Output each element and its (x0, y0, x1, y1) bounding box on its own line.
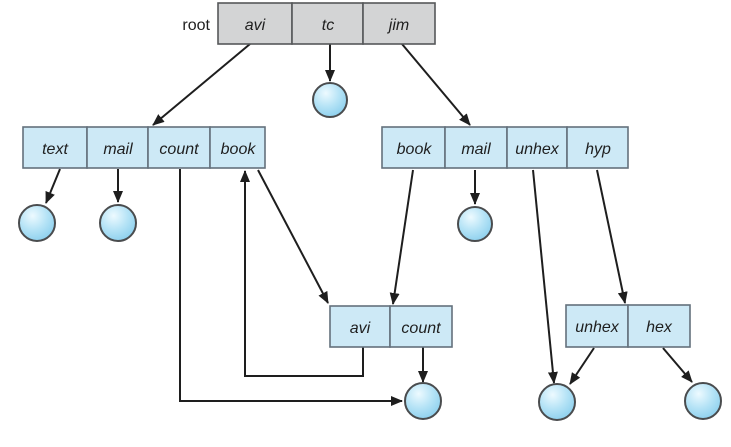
dir-entry-label: tc (322, 17, 334, 34)
dir-entry-label: jim (387, 17, 409, 34)
dir-entry-cell (389, 305, 453, 348)
dir-entry-label: unhex (515, 141, 560, 158)
edge-text-to-file (45, 168, 61, 204)
dir-entry-label: hyp (585, 141, 611, 158)
edge-unhex-lower-to-shared-file (569, 347, 595, 385)
edge-root-avi-to-avi-dir (152, 43, 251, 126)
file-node (99, 204, 137, 242)
dir-entry-cell (209, 126, 266, 169)
file-node (18, 204, 56, 242)
dir-entry-label: unhex (575, 319, 620, 336)
dir-entry-label: avi (350, 320, 371, 337)
dir-entry-label: count (159, 141, 199, 158)
dir-entry-cell (381, 126, 446, 169)
dir-entry-cell (217, 2, 293, 45)
dir-entry-label: book (397, 141, 433, 158)
root-directory-box: root avi tc jim (182, 2, 436, 45)
hyp-directory-box: unhex hex (565, 304, 691, 348)
file-node (684, 382, 722, 420)
dir-entry-cell (627, 304, 691, 348)
edge-avi-cycle-to-avi-dir (240, 170, 364, 377)
dir-entry-cell (566, 126, 629, 169)
avi-directory-box: text mail count book (22, 126, 266, 169)
book-directory-box: avi count (329, 305, 453, 348)
file-node-shared (404, 382, 442, 420)
file-nodes (18, 82, 722, 421)
file-node-shared (538, 383, 576, 421)
dir-entry-cell (22, 126, 88, 169)
dir-entry-label: count (401, 320, 441, 337)
dir-entry-label: mail (461, 141, 491, 158)
edge-hyp-to-hyp-dir (596, 169, 628, 304)
dir-entry-label: book (221, 141, 257, 158)
edges (45, 43, 693, 406)
dir-entry-cell (362, 2, 436, 45)
edge-book-right-to-book-dir (389, 169, 414, 305)
file-node (457, 206, 493, 242)
edge-unhex-to-shared-file (532, 169, 558, 384)
dir-entry-cell (565, 304, 629, 348)
dir-entry-cell (147, 126, 211, 169)
dir-entry-cell (444, 126, 508, 169)
file-node (312, 82, 348, 118)
dir-entry-label: hex (646, 319, 673, 336)
edge-hex-to-file (662, 347, 693, 383)
edge-book-left-to-book-dir (257, 169, 329, 304)
dir-entry-cell (86, 126, 149, 169)
dir-entry-label: avi (245, 17, 266, 34)
dir-entry-label: mail (103, 141, 133, 158)
edge-count-left-to-shared-file (179, 169, 403, 406)
dir-entry-cell (329, 305, 391, 348)
dir-entry-label: text (42, 141, 68, 158)
jim-directory-box: book mail unhex hyp (381, 126, 629, 169)
edge-root-jim-to-jim-dir (401, 43, 471, 126)
root-caption: root (182, 17, 210, 34)
